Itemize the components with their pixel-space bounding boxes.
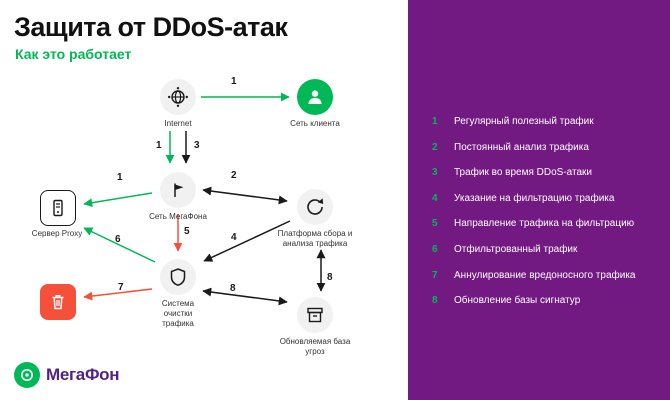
legend-number: 1 [432,116,438,127]
legend-number: 2 [432,141,438,153]
diagram-panel: Защита от DDoS-атак Как это работает [14,12,352,388]
user-icon [297,79,333,115]
proxy-server-label: Сервер Proxy [31,229,83,238]
node-internet: Internet [160,79,196,128]
analysis-platform-label: Платформа сбора и анализа трафика [277,229,353,248]
page-title: Защита от DDoS-атак [14,12,288,42]
arrow-number-8-horizontal: 8 [230,283,236,294]
legend-number: 6 [432,243,438,255]
legend-item-4: 4 Указание на фильтрацию трафика [432,193,654,204]
arrow-number-8-vertical: 8 [327,272,333,283]
legend-label: Трафик во время DDoS-атаки [454,167,593,179]
legend-label: Обновление базы сигнатур [454,295,581,307]
legend-number: 4 [432,192,438,204]
legend-number: 3 [432,167,438,179]
legend-label: Аннулирование вредоносного трафика [454,269,636,281]
refresh-icon [297,189,333,225]
legend-item-7: 7 Аннулирование вредоносного трафика [432,270,654,281]
node-analysis-platform: Платформа сбора и анализа трафика [278,189,352,248]
legend-label: Направление трафика на фильтрацию [454,218,635,230]
arrow-number-1-top: 1 [231,76,237,87]
cleaning-system-label: Система очистки трафика [161,299,195,328]
node-threat-db: Обновляемая база угроз [280,297,350,356]
client-network-label: Сеть клиента [290,119,340,128]
page-subtitle: Как это работает [15,46,132,62]
legend-label: Отфильтрованный трафик [454,243,578,255]
legend-item-1: 1 Регулярный полезный трафик [432,116,654,127]
legend-number: 8 [432,295,438,307]
megafon-logo-text: МегаФон [46,365,120,384]
legend-item-8: 8 Обновление базы сигнатур [432,295,654,306]
arrow-number-1-down: 1 [156,140,162,151]
megafon-network-label: Сеть МегаФона [149,212,207,221]
node-cleaning-system: Система очистки трафика [160,259,196,328]
diagram-arrows [83,92,326,306]
node-client-network: Сеть клиента [290,79,340,128]
legend-item-2: 2 Постоянный анализ трафика [432,142,654,153]
legend-number: 7 [432,269,438,281]
legend-item-6: 6 Отфильтрованный трафик [432,244,654,255]
server-icon [40,190,76,226]
legend-panel: 1 Регулярный полезный трафик 2 Постоянны… [408,0,670,400]
arrow-number-6: 6 [115,234,121,245]
arrow-number-3-down: 3 [194,140,200,151]
shield-icon [160,259,196,295]
legend-number: 5 [432,218,438,230]
arrow-number-1-proxy: 1 [117,172,123,183]
internet-label: Internet [164,119,192,128]
legend-item-3: 3 Трафик во время DDoS-атаки [432,167,654,178]
arrow-number-5: 5 [184,226,190,237]
megafon-logo-icon [14,362,40,388]
legend-label: Регулярный полезный трафик [454,116,594,127]
threat-db-label: Обновляемая база угроз [279,337,351,356]
trash-icon [40,284,76,320]
megafon-logo: МегаФон [14,362,120,388]
arrow-number-4: 4 [231,232,237,243]
legend-label: Указание на фильтрацию трафика [454,192,615,204]
legend-label: Постоянный анализ трафика [454,141,589,153]
arrow-number-7: 7 [118,282,124,293]
legend-item-5: 5 Направление трафика на фильтрацию [432,218,654,229]
globe-icon [160,79,196,115]
node-proxy-server: Сервер Proxy [32,190,82,238]
archive-box-icon [297,297,333,333]
flag-icon [160,172,196,208]
node-megafon-network: Сеть МегаФона [149,172,207,221]
node-trash [40,284,76,320]
arrow-number-2: 2 [231,170,237,181]
